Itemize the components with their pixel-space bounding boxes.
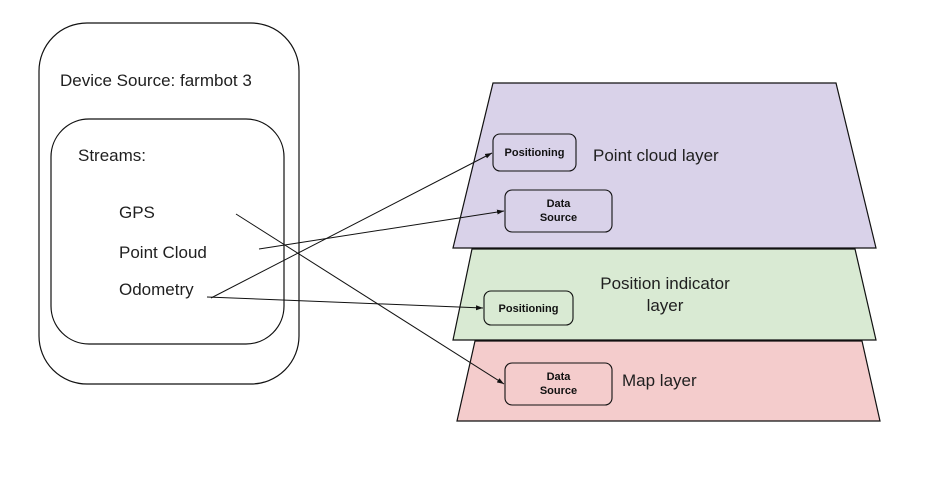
device-source-container — [38, 22, 300, 385]
stream-gps: GPS — [119, 203, 155, 222]
map-data-source-line1: Data — [547, 371, 572, 383]
position-indicator-positioning-label: Positioning — [499, 303, 559, 315]
point-cloud-positioning-box[interactable] — [492, 133, 577, 172]
point-cloud-layer-name: Point cloud layer — [593, 146, 719, 165]
position-indicator-layer-name-line1: Position indicator — [600, 274, 730, 293]
point-cloud-data-source-box[interactable] — [504, 189, 613, 233]
point-cloud-data-source-line1: Data — [547, 198, 572, 210]
stream-odometry: Odometry — [119, 280, 194, 299]
point-cloud-layer-shape — [452, 82, 877, 249]
point-cloud-data-source-line2: Source — [540, 212, 577, 224]
position-indicator-positioning-box[interactable] — [483, 290, 574, 326]
stream-point-cloud: Point Cloud — [119, 243, 207, 262]
connector-odometry-to-point-cloud-positioning — [210, 152, 493, 299]
map-layer-name: Map layer — [622, 371, 697, 390]
map-data-source-line2: Source — [540, 385, 577, 397]
connector-gps-to-map-data-source — [235, 213, 505, 385]
streams-label: Streams: — [78, 146, 146, 165]
map-layer-shape — [456, 340, 881, 422]
device-source-title: Device Source: farmbot 3 — [60, 71, 252, 90]
connector-point-cloud-to-data-source — [258, 209, 505, 250]
point-cloud-positioning-label: Positioning — [505, 147, 565, 159]
position-indicator-layer-name-line2: layer — [647, 296, 684, 315]
connector-odometry-to-position-indicator-positioning — [206, 296, 484, 311]
map-data-source-box[interactable] — [504, 362, 613, 406]
position-indicator-layer-shape — [452, 248, 877, 341]
streams-container — [50, 118, 285, 345]
